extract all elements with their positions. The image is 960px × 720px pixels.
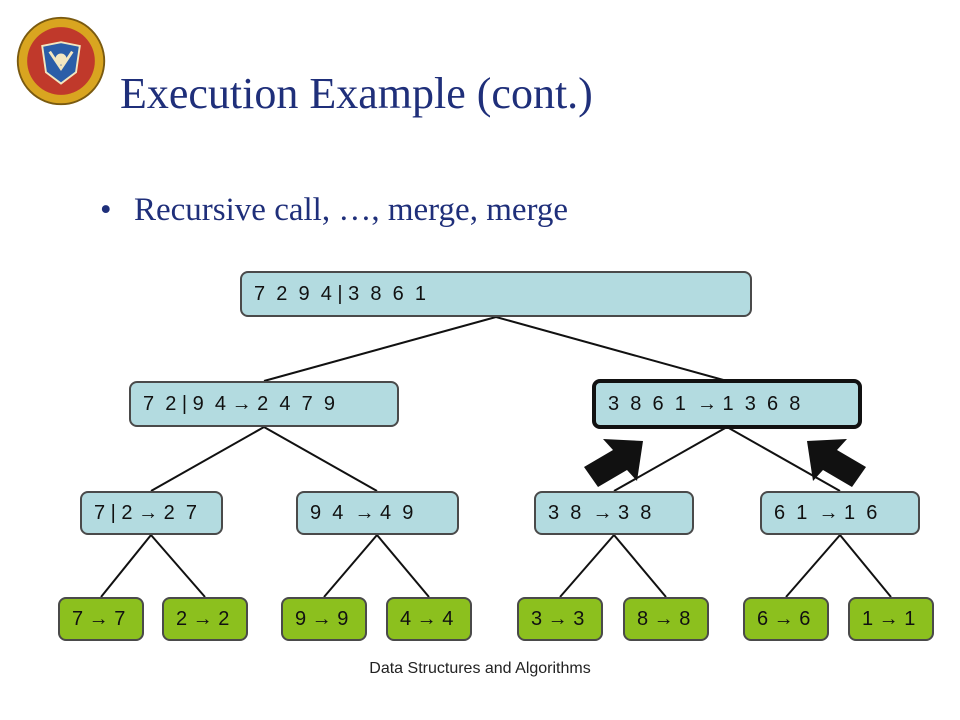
tree-edges	[100, 316, 892, 598]
edge	[376, 534, 430, 598]
edge	[150, 426, 265, 492]
tree-leaf: 7 → 7	[58, 597, 144, 641]
slide-footer: Data Structures and Algorithms	[369, 660, 591, 677]
edge	[726, 426, 841, 492]
tree-node-right-half-active: 3 8 6 1 → 1 3 6 8	[592, 379, 862, 429]
tree-leaf: 4 → 4	[386, 597, 472, 641]
tree-root-node: 7 2 9 4 | 3 8 6 1	[240, 271, 752, 317]
edge	[785, 534, 841, 598]
bullet-item: • Recursive call, …, merge, merge	[100, 192, 568, 229]
merge-arrows	[584, 439, 866, 487]
edge	[323, 534, 378, 598]
edge	[839, 534, 892, 598]
tree-leaf: 8 → 8	[623, 597, 709, 641]
merge-arrow-icon	[807, 439, 866, 487]
merge-arrow-icon	[584, 439, 643, 487]
edge	[559, 534, 615, 598]
edge	[613, 426, 728, 492]
tree-leaf: 1 → 1	[848, 597, 934, 641]
tree-leaf: 2 → 2	[162, 597, 248, 641]
tree-leaf: 6 → 6	[743, 597, 829, 641]
tree-node-quarter: 3 8 → 3 8	[534, 491, 694, 535]
edge	[100, 534, 152, 598]
edge	[613, 534, 667, 598]
tree-node-quarter: 7 | 2 → 2 7	[80, 491, 223, 535]
edge	[263, 316, 497, 382]
edge	[150, 534, 206, 598]
university-seal-logo	[16, 16, 106, 106]
tree-node-left-half: 7 2 | 9 4 → 2 4 7 9	[129, 381, 399, 427]
edge	[495, 316, 728, 382]
tree-node-quarter: 9 4 → 4 9	[296, 491, 459, 535]
bullet-text: Recursive call, …, merge, merge	[134, 192, 569, 228]
edge	[263, 426, 378, 492]
tree-leaf: 9 → 9	[281, 597, 367, 641]
tree-leaf: 3 → 3	[517, 597, 603, 641]
tree-node-quarter: 6 1 → 1 6	[760, 491, 920, 535]
bullet-marker: •	[100, 192, 112, 228]
slide-title: Execution Example (cont.)	[120, 69, 593, 118]
